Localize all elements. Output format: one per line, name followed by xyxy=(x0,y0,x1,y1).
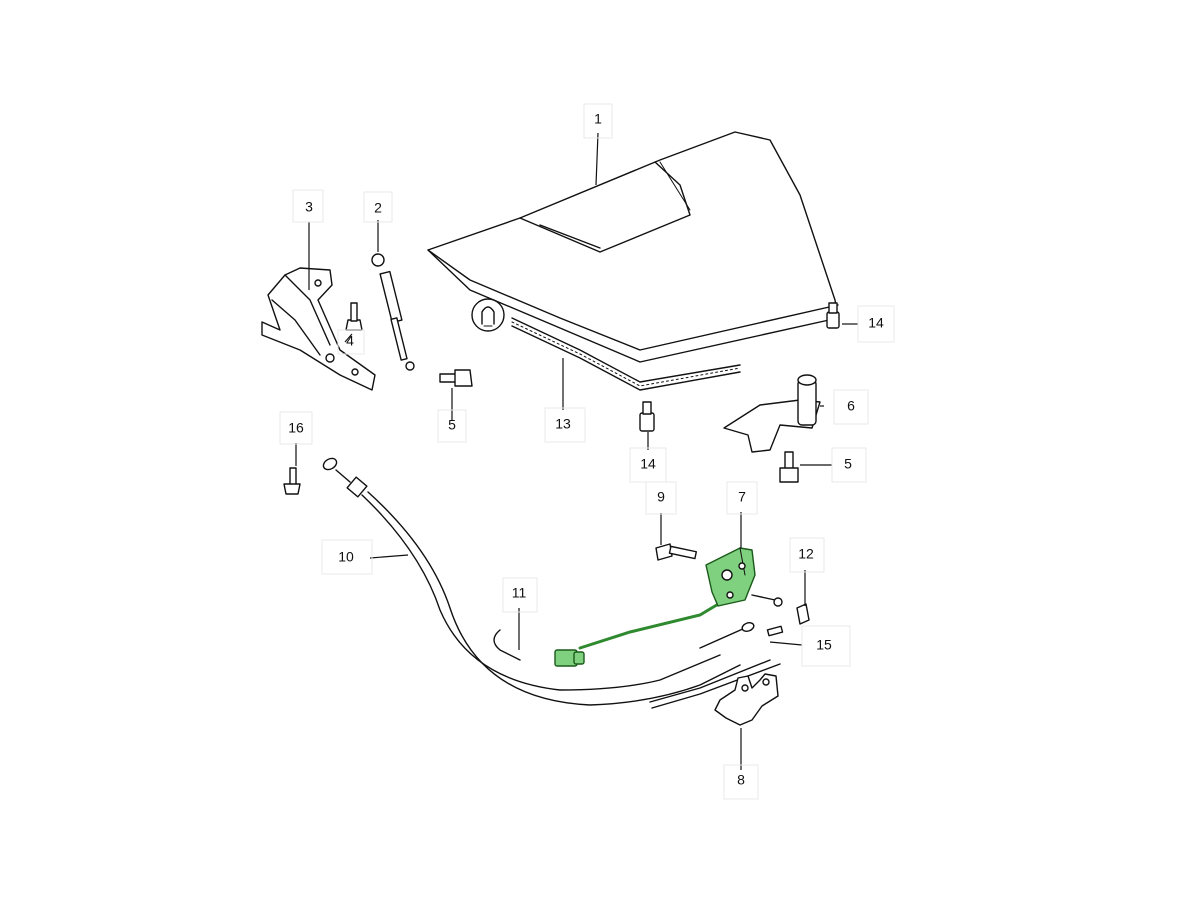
callout-9: 9 xyxy=(657,489,665,505)
lock-striker-part[interactable] xyxy=(723,374,821,453)
rubber-buffer-part-right[interactable] xyxy=(826,302,840,329)
callout-1: 1 xyxy=(594,111,602,127)
callout-11: 11 xyxy=(512,585,527,601)
rubber-buffer-part-center[interactable] xyxy=(639,401,655,432)
callout-8: 8 xyxy=(737,772,745,788)
hood-part[interactable] xyxy=(427,131,839,363)
screw-part[interactable] xyxy=(283,467,301,495)
callout-5-right: 5 xyxy=(844,456,852,472)
sensor-cable-part[interactable] xyxy=(493,601,722,667)
lock-bolt-part[interactable] xyxy=(655,543,698,561)
callout-14-center: 14 xyxy=(640,456,656,472)
bowden-cable-part[interactable] xyxy=(649,621,784,709)
grease-symbol-icon xyxy=(471,298,505,332)
release-cable-part[interactable] xyxy=(321,456,741,706)
callout-15: 15 xyxy=(816,637,832,653)
bolt-part-right[interactable] xyxy=(779,451,799,483)
hood-seal-part[interactable] xyxy=(511,317,741,391)
callout-14-right: 14 xyxy=(868,315,884,331)
bolt-part-left[interactable] xyxy=(439,369,473,387)
hinge-bolt-part[interactable] xyxy=(345,302,363,331)
callout-5-left: 5 xyxy=(448,417,456,433)
callout-labels: 1 2 3 4 5 5 6 7 8 9 10 11 12 13 14 14 15 xyxy=(279,103,895,800)
callout-4: 4 xyxy=(346,333,354,349)
callout-16: 16 xyxy=(288,420,304,436)
callout-3: 3 xyxy=(305,199,313,215)
callout-13: 13 xyxy=(555,416,571,432)
callout-7: 7 xyxy=(738,489,746,505)
hood-hinge-part[interactable] xyxy=(261,267,376,391)
lock-bracket-part[interactable] xyxy=(714,673,779,726)
clip-part[interactable] xyxy=(796,603,810,625)
callout-2: 2 xyxy=(374,200,382,216)
callout-6: 6 xyxy=(847,398,855,414)
hood-lock-part[interactable] xyxy=(705,547,783,607)
gas-strut-part[interactable] xyxy=(371,253,415,371)
leader-lines xyxy=(295,132,858,770)
callout-10: 10 xyxy=(338,549,354,565)
callout-12: 12 xyxy=(798,546,814,562)
